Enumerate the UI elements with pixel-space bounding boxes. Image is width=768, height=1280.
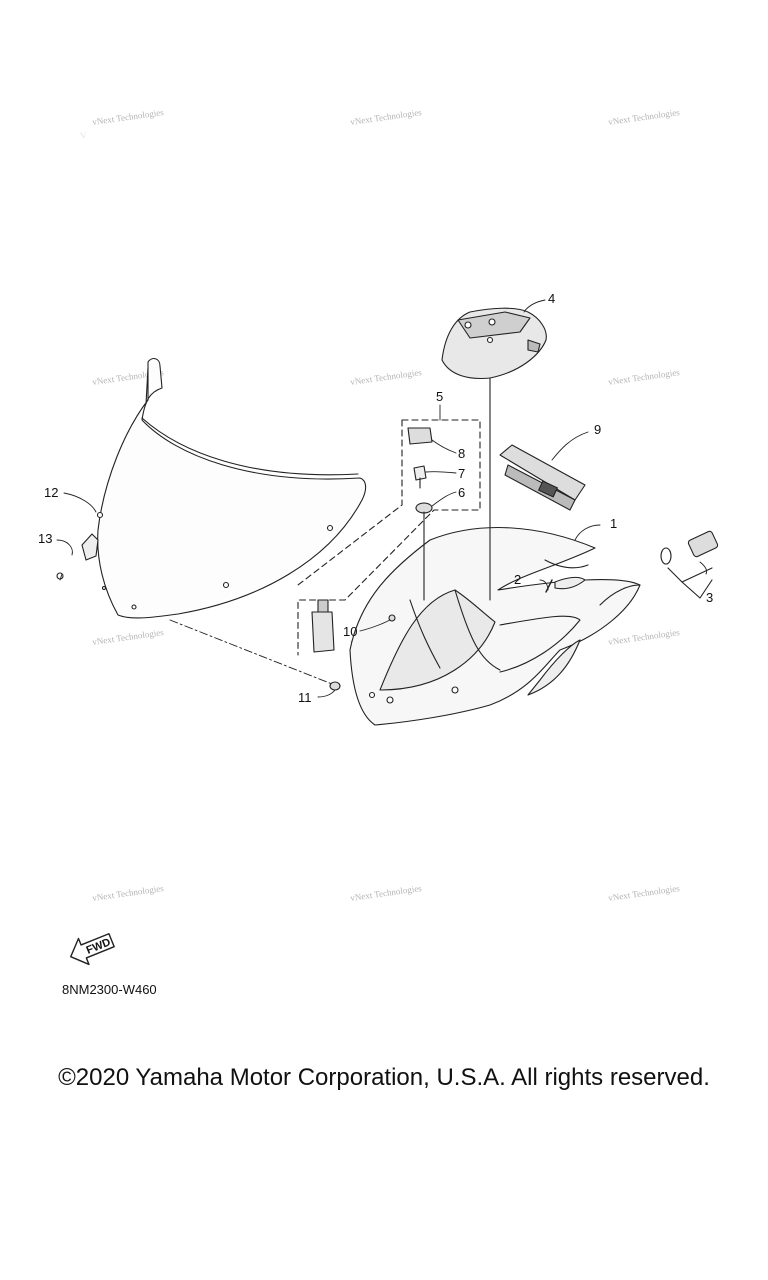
callout-13: 13 — [38, 531, 53, 546]
callout-1: 1 — [610, 516, 618, 531]
screw-part-10 — [388, 614, 396, 622]
callout-11: 11 — [298, 690, 312, 705]
callout-10: 10 — [343, 624, 358, 639]
copyright-notice: ©2020 Yamaha Motor Corporation, U.S.A. A… — [58, 1064, 710, 1091]
callout-12: 12 — [44, 485, 59, 500]
front-fairing-part-1 — [349, 526, 641, 726]
callout-3: 3 — [706, 590, 714, 605]
leader-lines — [56, 299, 708, 698]
ignition-kit-part-5 — [297, 419, 481, 656]
callout-8: 8 — [458, 446, 466, 461]
callout-6: 6 — [458, 485, 466, 500]
callout-2: 2 — [514, 572, 522, 587]
diagram-code: 8NM2300-W460 — [62, 982, 157, 997]
windscreen-part-12 — [96, 357, 367, 619]
meter-assembly-part-4 — [441, 307, 547, 601]
fwd-arrow-icon: FWD — [70, 933, 115, 966]
ignition-components — [311, 427, 433, 653]
ecu-module-part-9 — [499, 444, 586, 511]
callout-9: 9 — [594, 422, 602, 437]
socket-part-3 — [660, 530, 719, 599]
grommet-part-11 — [329, 681, 341, 691]
bracket-part-13 — [56, 533, 99, 580]
callout-4: 4 — [548, 291, 556, 306]
callout-5: 5 — [436, 389, 444, 404]
callout-7: 7 — [458, 466, 466, 481]
screw-part-2 — [545, 576, 586, 593]
